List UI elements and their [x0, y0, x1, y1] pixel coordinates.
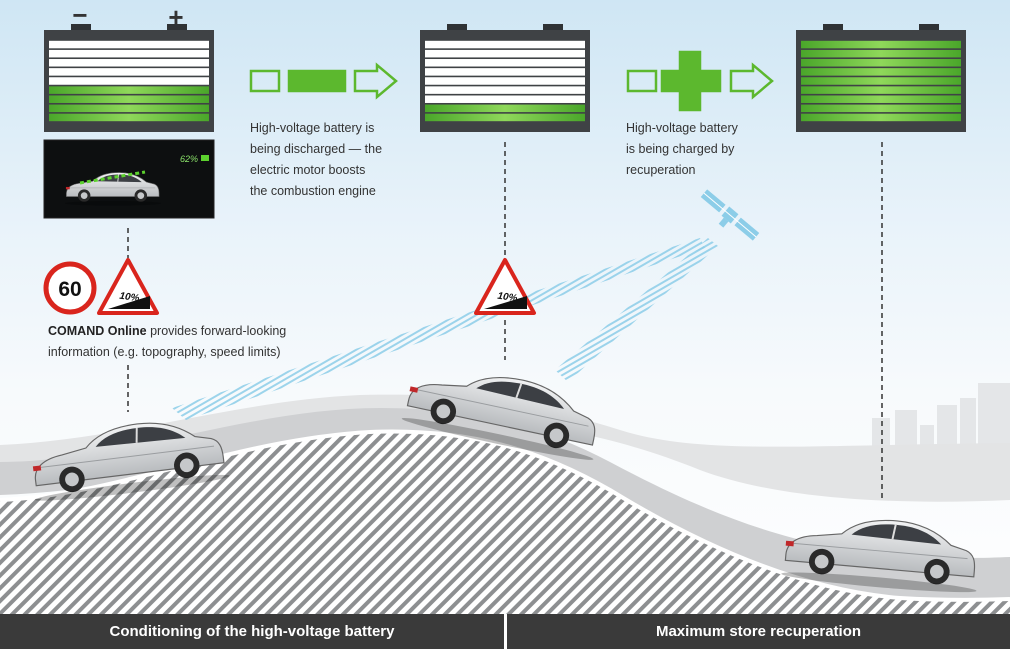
charge-caption-line: is being charged by: [626, 142, 735, 156]
gradient-sign-1-label: 10%: [119, 291, 140, 305]
battery-terminal: [543, 24, 563, 31]
battery-terminal: [447, 24, 467, 31]
hill: [0, 431, 1010, 614]
battery-cell-empty: [425, 86, 585, 94]
battery-cell-charged: [801, 86, 961, 94]
battery-terminal: [823, 24, 843, 31]
battery-cell-empty: [425, 59, 585, 67]
far-road: [0, 394, 1010, 502]
battery-cell-empty: [425, 95, 585, 103]
charge-caption-line: recuperation: [626, 163, 696, 177]
battery-cell-empty: [425, 68, 585, 76]
battery-middle: [420, 24, 590, 132]
battery-cell-charged: [801, 49, 961, 58]
inset-battery-percent: 62%: [180, 154, 198, 164]
battery-cell-empty: [49, 68, 209, 76]
battery-cell-charged: [801, 68, 961, 76]
dashboard-inset: 62%: [43, 139, 215, 219]
discharge-caption-line: electric motor boosts: [250, 163, 366, 177]
battery-cell-empty: [425, 49, 585, 58]
signal-beam-1: [172, 238, 705, 420]
comand-online-label: COMAND Online: [48, 324, 147, 338]
battery-cell-charged: [801, 40, 961, 49]
battery-cell-charged: [801, 113, 961, 122]
speed-limit-value: 60: [58, 278, 81, 301]
battery-left: [44, 24, 214, 132]
battery-cell-charged: [801, 77, 961, 85]
comand-caption-line-1: COMAND Online provides forward-looking: [48, 321, 286, 342]
battery-cell-empty: [49, 49, 209, 58]
gradient-sign-2: 10%: [474, 258, 536, 315]
comand-caption: COMAND Online provides forward-looking i…: [48, 321, 286, 363]
speed-limit-sign: 60: [43, 261, 97, 315]
footer-left-label: Conditioning of the high-voltage battery: [109, 623, 395, 640]
charge-flow-icon: [626, 50, 774, 112]
satellite-icon: [700, 189, 760, 241]
battery-cell-empty: [425, 77, 585, 85]
battery-cell-charged: [49, 113, 209, 122]
battery-cell-charged: [49, 104, 209, 113]
batteries: [44, 24, 966, 132]
battery-cell-charged: [49, 95, 209, 103]
comand-caption-line-2: information (e.g. topography, speed limi…: [48, 345, 281, 359]
battery-cell-empty: [49, 40, 209, 49]
battery-cell-empty: [49, 77, 209, 85]
plus-symbol: +: [168, 2, 183, 32]
city-skyline: [872, 383, 1010, 446]
gradient-sign-2-label: 10%: [497, 291, 518, 305]
discharge-caption-line: being discharged — the: [250, 142, 383, 156]
battery-cell-charged: [425, 113, 585, 122]
battery-terminal: [71, 24, 91, 31]
gradient-sign-1: 10%: [97, 258, 159, 315]
footer-left: Conditioning of the high-voltage battery: [0, 614, 504, 649]
charge-caption: High-voltage battery is being charged by…: [626, 118, 738, 181]
charge-caption-line: High-voltage battery: [626, 121, 738, 135]
battery-cell-charged: [801, 104, 961, 113]
battery-cell-charged: [425, 104, 585, 113]
minus-symbol: −: [72, 0, 87, 30]
discharge-caption-line: High-voltage battery is: [250, 121, 375, 135]
signal-beam-2: [555, 238, 718, 382]
battery-cell-empty: [49, 59, 209, 67]
connector-lines: [127, 142, 883, 500]
footer-right: Maximum store recuperation: [507, 614, 1010, 649]
battery-terminal: [919, 24, 939, 31]
footer-right-label: Maximum store recuperation: [655, 623, 862, 640]
battery-cell-charged: [801, 95, 961, 103]
battery-cell-empty: [425, 40, 585, 49]
discharge-caption-line: the combustion engine: [250, 184, 376, 198]
battery-right: [796, 24, 966, 132]
battery-terminal: [167, 24, 187, 31]
discharge-caption: High-voltage battery is being discharged…: [250, 118, 382, 202]
comand-caption-text: provides forward-looking: [146, 324, 287, 338]
battery-cell-charged: [49, 86, 209, 94]
battery-cell-charged: [801, 59, 961, 67]
discharge-flow-icon: [249, 62, 398, 100]
